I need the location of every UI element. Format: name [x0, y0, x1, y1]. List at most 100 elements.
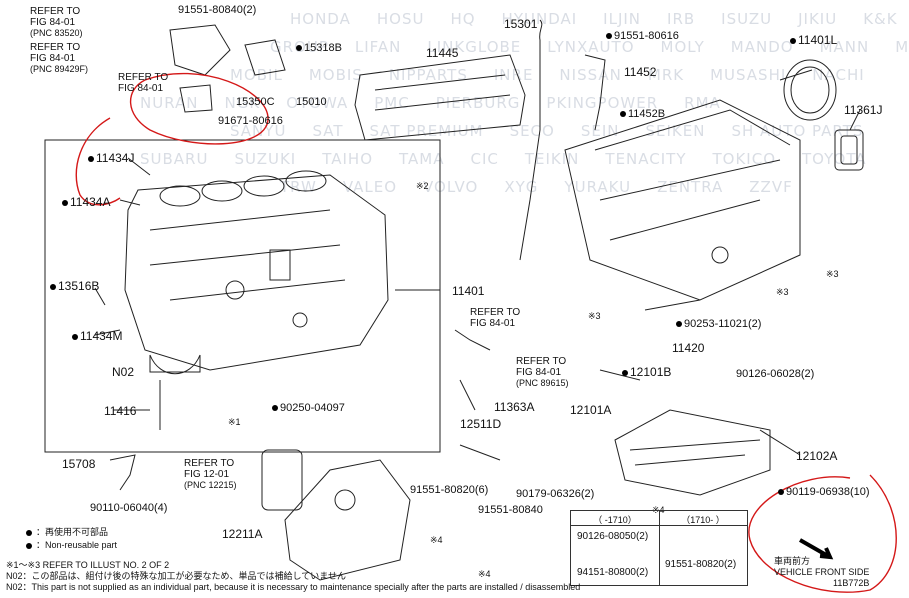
watermark-word: LINKGLOBE	[427, 38, 522, 56]
part-12511d[interactable]: 12511D	[460, 417, 502, 431]
watermark-word: SEIKEN	[645, 122, 706, 140]
part-11420[interactable]: 11420	[672, 341, 705, 355]
legend-text-en: ：Non-reusable part	[36, 540, 118, 550]
watermark-word: OTOWA	[286, 94, 349, 112]
footnote-line: N02：この部品は、組付け後の特殊な加工が必要なため、単品では補給していません	[6, 571, 346, 581]
watermark-word: PIERBURG	[435, 94, 521, 112]
watermark-row: GROUPLIFANLINKGLOBELYNXAUTOMOLYMANDOMANN…	[0, 38, 909, 56]
watermark-word: NACHI	[812, 66, 865, 84]
part-90126-06028[interactable]: 90126-06028(2)	[736, 368, 815, 380]
red-circle-annotation	[75, 117, 121, 206]
part-11434m[interactable]: 11434M	[72, 330, 122, 342]
part-13516b[interactable]: 13516B	[50, 280, 99, 292]
part-12101b[interactable]: 12101B	[622, 366, 671, 378]
cylinder-block-frame	[44, 139, 441, 453]
watermark-word: K&K	[863, 10, 898, 28]
footnote-marker: ※2	[416, 181, 429, 191]
part-12101a[interactable]: 12101A	[570, 403, 612, 417]
part-91551-80616[interactable]: 91551-80616	[606, 30, 679, 42]
part-11363a[interactable]: 11363A	[494, 400, 535, 414]
red-circle-annotation	[129, 72, 269, 145]
part-11434j[interactable]: 11434J	[88, 152, 134, 164]
part-15350c[interactable]: 15350C	[236, 96, 275, 108]
watermark-word: LIFAN	[354, 38, 402, 56]
watermark-word: ILJIN	[603, 10, 642, 28]
watermark-word: ZZVF	[749, 178, 793, 196]
watermark-word: IRB	[667, 10, 696, 28]
vehicle-front-side: 車両前方 VEHICLE FRONT SIDE 11B772B	[774, 556, 870, 588]
part-11452b[interactable]: 11452B	[620, 108, 665, 120]
part-12211a[interactable]: 12211A	[222, 527, 263, 541]
watermark-word: MRK	[647, 66, 685, 84]
red-circle-annotation	[748, 474, 897, 593]
footnote-line: ※1〜※3 REFER TO ILLUST NO. 2 OF 2	[6, 560, 170, 570]
watermark-layer: HONDAHOSUHQHYUNDAIILJINIRBISUZUJIKIUK&KK…	[0, 0, 909, 200]
part-90179-06326[interactable]: 90179-06326(2)	[516, 488, 595, 500]
watermark-row: HONDAHOSUHQHYUNDAIILJINIRBISUZUJIKIUK&KK…	[0, 10, 909, 28]
part-15010[interactable]: 15010	[296, 96, 327, 108]
part-11445[interactable]: 11445	[426, 46, 459, 60]
part-90250-04097[interactable]: 90250-04097	[272, 402, 345, 414]
part-15318b[interactable]: 15318B	[296, 42, 342, 54]
watermark-word: TOKICO	[712, 150, 777, 168]
watermark-word: TAMA	[399, 150, 445, 168]
table-part-94151-80800[interactable]: 94151-80800(2)	[577, 567, 649, 578]
part-90110-06040[interactable]: 90110-06040(4)	[90, 502, 168, 514]
watermark-word: SANYU	[230, 122, 287, 140]
watermark-word: YURAKU	[564, 178, 632, 196]
watermark-word: TAIHO	[322, 150, 374, 168]
part-91551-80820-6[interactable]: 91551-80820(6)	[410, 484, 489, 496]
watermark-word: MOLY	[660, 38, 705, 56]
part-11401[interactable]: 11401	[452, 284, 485, 298]
watermark-word: HOSU	[376, 10, 425, 28]
table-header-before: （ -1710）	[593, 515, 637, 525]
part-90253-11021[interactable]: 90253-11021(2)	[676, 318, 761, 330]
part-11452[interactable]: 11452	[624, 65, 657, 79]
part-11361j[interactable]: 11361J	[844, 103, 883, 117]
watermark-word: MOBIS	[308, 66, 363, 84]
part-91551-80840-2[interactable]: 91551-80840(2)	[178, 4, 257, 16]
legend-text-jp: ：再使用不可部品	[36, 527, 109, 537]
part-11401l[interactable]: 11401L	[790, 34, 837, 46]
part-90119-06938[interactable]: 90119-06938(10)	[778, 486, 870, 498]
watermark-word: SH AUTO PARTS	[731, 122, 864, 140]
table-header-after: （1710- ）	[681, 515, 725, 525]
version-change-table: （ -1710） （1710- ） 90126-08050(2) 94151-8…	[570, 510, 748, 586]
watermark-word: XYG	[504, 178, 539, 196]
table-part-91551-80820[interactable]: 91551-80820(2)	[665, 559, 737, 570]
legend: ：再使用不可部品 ：Non-reusable part	[26, 526, 117, 552]
part-15708[interactable]: 15708	[62, 457, 96, 471]
part-91671-80616[interactable]: 91671-80616	[218, 115, 283, 127]
part-12102a[interactable]: 12102A	[796, 449, 838, 463]
watermark-word: SECO	[509, 122, 555, 140]
vehicle-front-arrow-icon	[799, 538, 834, 560]
part-11416[interactable]: 11416	[104, 404, 137, 418]
watermark-word: HYUNDAI	[501, 10, 578, 28]
footnote-marker: ※3	[826, 269, 839, 279]
watermark-word: TRW	[280, 178, 317, 196]
baffle-plate-drawing	[354, 54, 526, 141]
watermark-word: ZENTRA	[657, 178, 724, 196]
watermark-word: TEIKIN	[524, 150, 580, 168]
watermark-word: SAT	[312, 122, 344, 140]
part-n02[interactable]: N02	[112, 365, 135, 379]
part-91551-80840[interactable]: 91551-80840	[478, 504, 543, 516]
oil-pan-lower-drawing	[614, 409, 771, 496]
watermark-word: PKINGPOWER	[546, 94, 659, 112]
table-part-90126-08050[interactable]: 90126-08050(2)	[577, 531, 649, 542]
watermark-word: NGK	[224, 94, 261, 112]
watermark-word: RMA	[684, 94, 721, 112]
watermark-word: MUSASHI	[710, 66, 787, 84]
part-11434a[interactable]: 11434A	[62, 196, 110, 208]
dipstick-drawing	[519, 19, 543, 261]
watermark-word: SAT PREMIUM	[369, 122, 484, 140]
part-15301[interactable]: 15301	[504, 17, 538, 31]
footnote-marker: ※4	[478, 569, 491, 579]
watermark-word: VOLVO	[423, 178, 479, 196]
